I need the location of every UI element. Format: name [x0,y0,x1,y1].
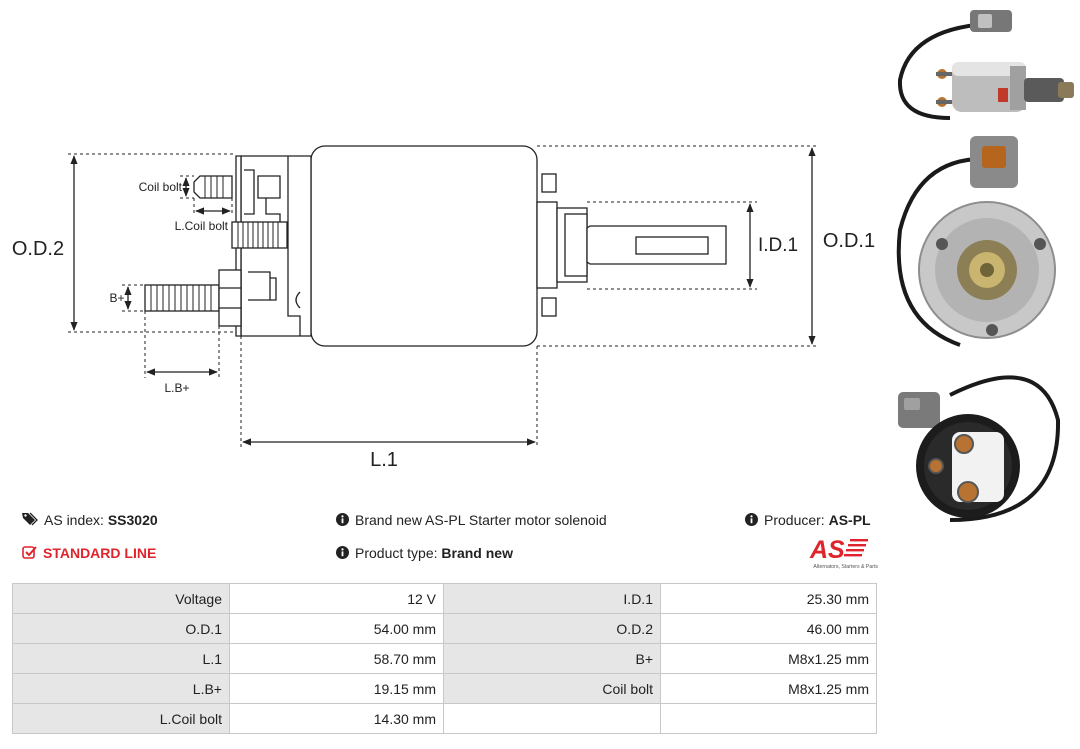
table-row: Voltage 12 V I.D.1 25.30 mm [12,583,877,614]
spec-value: 58.70 mm [229,643,444,674]
spec-label: L.B+ [12,673,230,704]
spec-label: O.D.1 [12,613,230,644]
producer-label: Producer: [764,512,825,528]
table-row: L.Coil bolt 14.30 mm [12,703,877,734]
id1-label: I.D.1 [758,235,798,256]
info-icon [745,512,758,530]
check-square-icon [22,545,37,563]
logo-tagline: Alternators, Starters & Parts [813,564,878,570]
product-type-value: Brand new [441,545,513,561]
lb-plus-label: L.B+ [164,381,189,395]
description-line: Brand new AS-PL Starter motor solenoid [336,511,607,530]
as-index-value: SS3020 [107,512,158,528]
spec-label: Coil bolt [443,673,661,704]
specs-table: Voltage 12 V I.D.1 25.30 mm O.D.1 54.00 … [12,583,877,734]
as-index-label: AS index: [44,512,104,528]
spec-label: B+ [443,643,661,674]
info-icon [336,545,349,563]
spec-label: L.Coil bolt [12,703,230,734]
spec-label: Voltage [12,583,230,614]
table-row: O.D.1 54.00 mm O.D.2 46.00 mm [12,613,877,644]
spec-value: 25.30 mm [660,583,877,614]
solenoid-back-photo [898,375,1061,522]
spec-value: 46.00 mm [660,613,877,644]
tags-icon [22,512,38,530]
spec-value: 54.00 mm [229,613,444,644]
producer-line: Producer: AS-PL [745,511,871,530]
b-plus-label: B+ [109,291,124,305]
solenoid-side-photo [897,10,1074,120]
standard-line-label: STANDARD LINE [43,545,157,561]
spec-label: I.D.1 [443,583,661,614]
od2-label: O.D.2 [12,238,64,260]
spec-value: 14.30 mm [229,703,444,734]
spec-label: L.1 [12,643,230,674]
spec-value: M8x1.25 mm [660,673,877,704]
product-type-label: Product type: [355,545,438,561]
table-row: L.1 58.70 mm B+ M8x1.25 mm [12,643,877,674]
standard-line-badge: STANDARD LINE [22,544,156,563]
coil-bolt-label: Coil bolt [139,180,183,194]
od1-label: O.D.1 [823,230,875,252]
spec-empty-cell [443,703,661,734]
solenoid-diagram: Coil bolt L.Coil bolt O.D.2 B+ L.B+ L.1 … [12,145,875,471]
info-icon [336,512,349,530]
spec-value: M8x1.25 mm [660,643,877,674]
l1-label: L.1 [370,449,398,471]
spec-empty-cell [660,703,877,734]
spec-label: O.D.2 [443,613,661,644]
solenoid-front-photo [896,136,1056,347]
spec-value: 12 V [229,583,444,614]
product-photos [896,10,1074,522]
table-row: L.B+ 19.15 mm Coil bolt M8x1.25 mm [12,673,877,704]
product-type-line: Product type: Brand new [336,544,513,563]
as-index-line: AS index: SS3020 [22,511,158,530]
logo-mark: AS [809,536,845,564]
description-text: Brand new AS-PL Starter motor solenoid [355,512,607,528]
spec-value: 19.15 mm [229,673,444,704]
as-pl-logo: AS Alternators, Starters & Parts [790,533,880,571]
producer-value: AS-PL [828,512,871,528]
l-coil-bolt-label: L.Coil bolt [175,219,229,233]
